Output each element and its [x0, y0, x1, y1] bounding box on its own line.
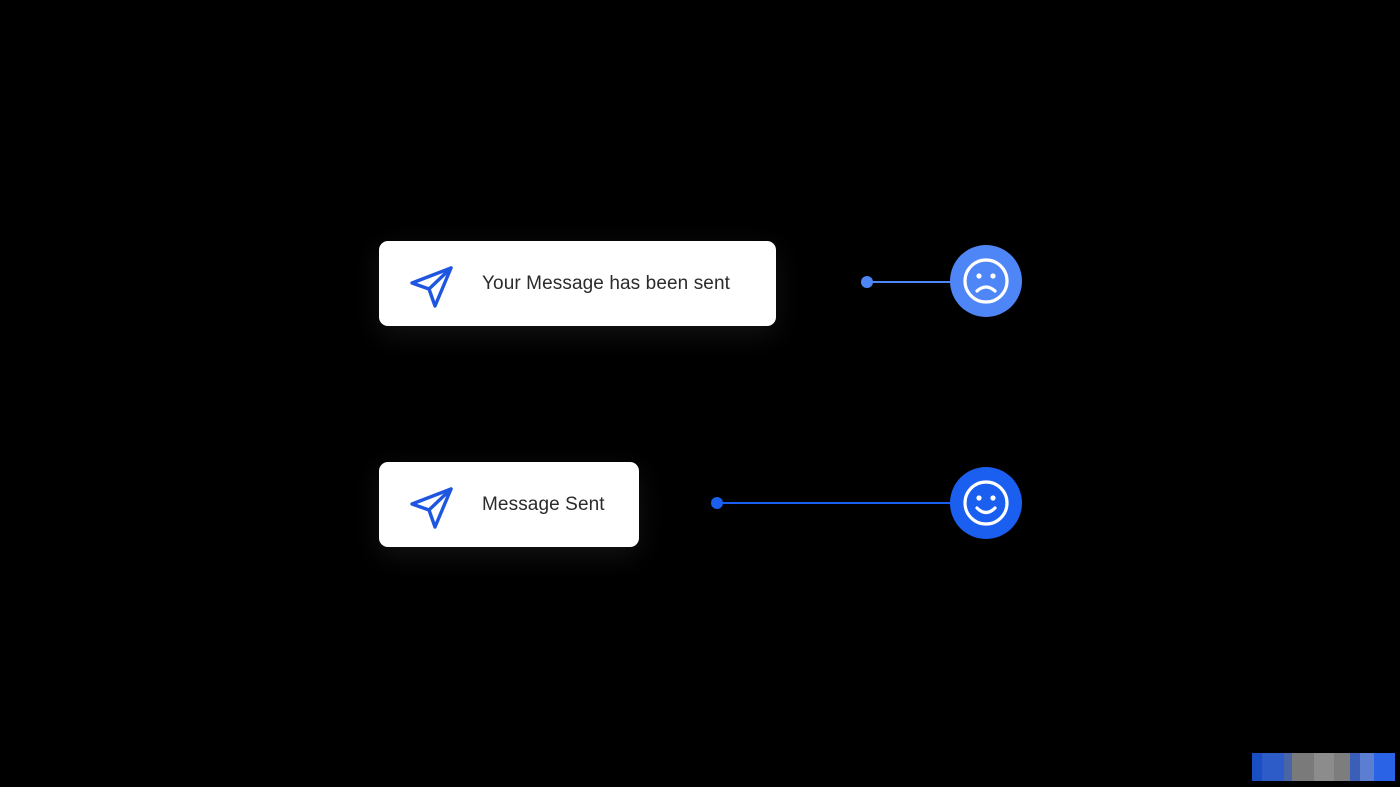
connector-line-sad	[867, 281, 955, 283]
toast-label: Message Sent	[482, 493, 605, 515]
connector-dot-sad	[861, 276, 873, 288]
toast-label: Your Message has been sent	[482, 272, 731, 294]
connector-dot-happy	[711, 497, 723, 509]
decorative-strip	[1252, 753, 1395, 781]
toast-short-message: Message Sent	[379, 462, 639, 547]
toast-long-message: Your Message has been sent	[379, 241, 776, 326]
sad-face-icon	[950, 245, 1022, 317]
send-icon	[410, 487, 453, 529]
send-icon	[410, 266, 453, 308]
happy-face-icon	[950, 467, 1022, 539]
connector-line-happy	[717, 502, 955, 504]
